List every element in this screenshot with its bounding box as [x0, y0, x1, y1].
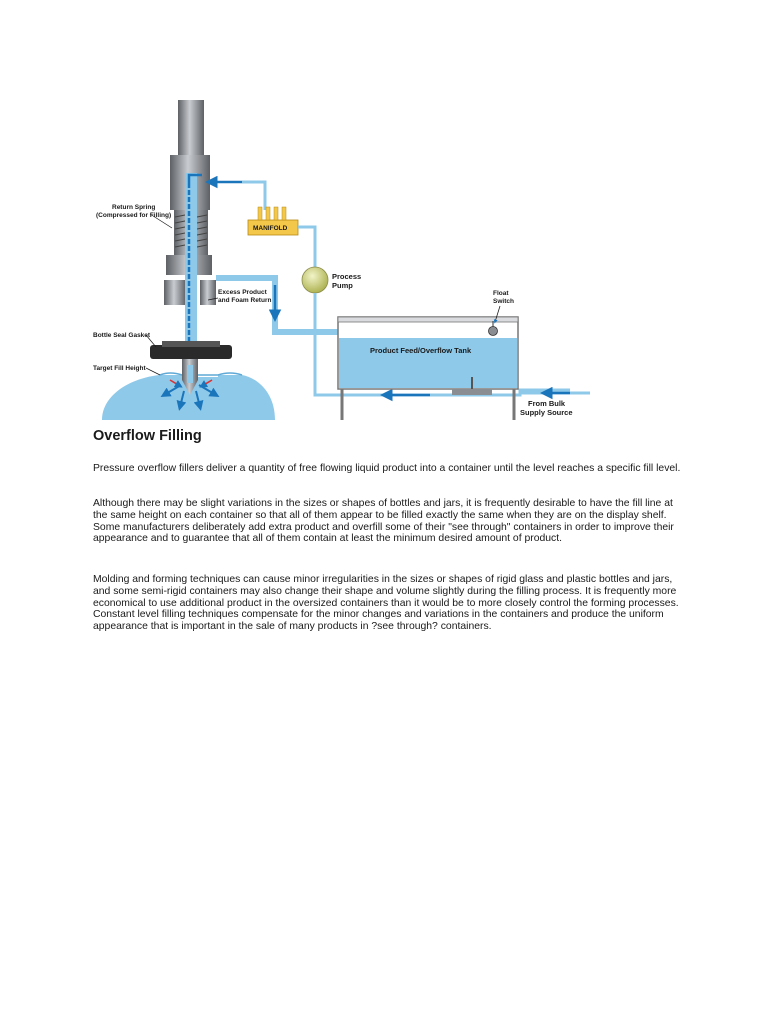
- float-switch: [488, 326, 498, 336]
- overflow-filling-diagram: MANIFOLD Process Pump Product Feed/Overf…: [93, 100, 590, 420]
- float-switch-label-1: Float: [493, 290, 509, 297]
- pump-label-2: Pump: [332, 281, 353, 290]
- manifold: MANIFOLD: [247, 206, 299, 236]
- bulk-supply-label-2: Supply Source: [520, 408, 573, 417]
- paragraph-2: Although there may be slight variations …: [93, 498, 674, 545]
- paragraph-3: Molding and forming techniques can cause…: [93, 574, 679, 633]
- excess-product-label-1: Excess Product: [218, 289, 268, 296]
- excess-product-label-2: and Foam Return: [218, 297, 271, 304]
- process-pump: [301, 266, 329, 294]
- return-spring-label-1: Return Spring: [112, 204, 155, 211]
- return-spring-label-2: (Compressed for Filling): [96, 212, 171, 219]
- product-feed-overflow-tank: Product Feed/Overflow Tank: [337, 316, 519, 420]
- container-liquid: [102, 375, 275, 420]
- manifold-label: MANIFOLD: [253, 225, 288, 232]
- page-title: Overflow Filling: [93, 428, 202, 444]
- target-fill-height-label: Target Fill Height: [93, 365, 146, 372]
- tank-label: Product Feed/Overflow Tank: [370, 346, 472, 355]
- paragraph-1: Pressure overflow fillers deliver a quan…: [93, 463, 681, 474]
- float-switch-label-2: Switch: [493, 298, 514, 305]
- bulk-supply-label-1: From Bulk: [528, 399, 566, 408]
- bottle-seal-gasket-label: Bottle Seal Gasket: [93, 332, 151, 339]
- return-line: [242, 180, 267, 210]
- pump-label-1: Process: [332, 272, 361, 281]
- fill-head: [150, 100, 232, 411]
